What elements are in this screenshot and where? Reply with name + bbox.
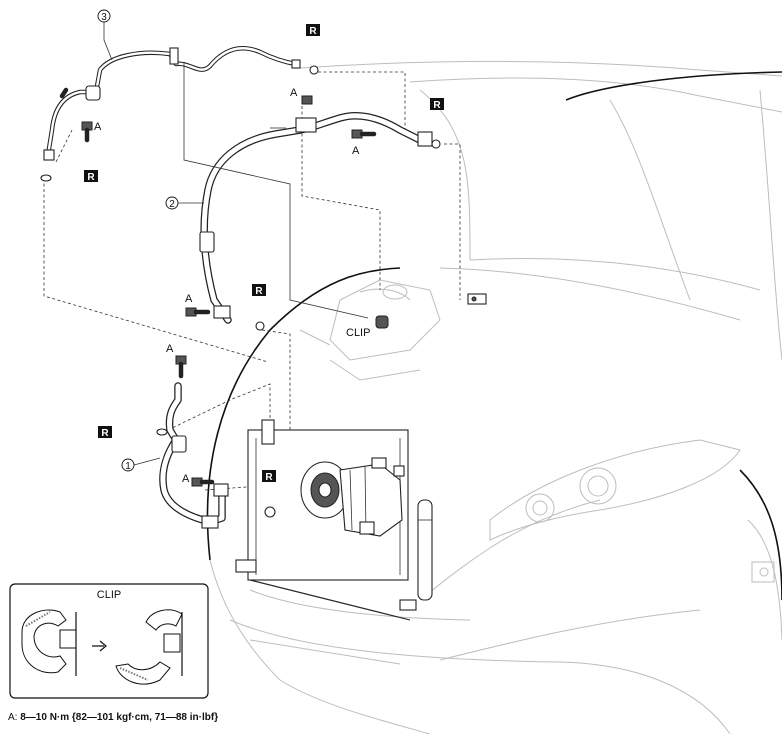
clip-label: CLIP [346, 327, 370, 339]
replace-marker: R [430, 98, 444, 111]
footnote-torque-spec: 8—10 N·m {82—101 kgf·cm, 71—88 in·lbf} [20, 712, 218, 723]
replace-markers: R R R R R R [84, 24, 444, 483]
connector-bracket [467, 293, 487, 305]
svg-text:R: R [309, 26, 317, 37]
bolt-label-a: A [185, 293, 193, 305]
clip-closed-illustration [21, 609, 77, 676]
arrow-icon [92, 640, 107, 652]
svg-text:R: R [87, 172, 95, 183]
clip-open-illustration [115, 609, 183, 685]
bolt-a-2 [301, 95, 313, 105]
bolts [81, 95, 377, 487]
clip-inset-title: CLIP [97, 589, 121, 601]
callout-part-3: 3 [97, 9, 111, 23]
bolt-label-a: A [352, 145, 360, 157]
bolt-label-a: A [290, 87, 298, 99]
footnote-prefix: A: [8, 712, 20, 723]
bolt-a-1 [81, 121, 93, 143]
replace-marker: R [252, 284, 266, 297]
hose-1 [159, 382, 229, 529]
bolt-label-a: A [94, 121, 102, 133]
bolt-label-a: A [182, 473, 190, 485]
bolt-a-5 [175, 355, 187, 379]
vehicle-body-outline [206, 61, 782, 734]
svg-text:R: R [101, 428, 109, 439]
svg-text:R: R [433, 100, 441, 111]
compressor [300, 457, 405, 537]
bolt-label-a: A [166, 343, 174, 355]
bolt-a-3 [351, 129, 377, 139]
callout-part-1: 1 [121, 458, 135, 472]
callout-part-2: 2 [165, 196, 179, 210]
replace-marker: R [98, 426, 112, 439]
bolt-a-6 [191, 477, 215, 487]
svg-text:R: R [265, 472, 273, 483]
o-rings [40, 65, 441, 518]
clip-on-bracket [375, 315, 389, 329]
bolt-labels: A A A A A A [94, 87, 360, 485]
hose-3-pipe [43, 46, 301, 161]
condenser-assembly [235, 419, 433, 621]
replace-marker: R [84, 170, 98, 183]
callout-part-1-label: 1 [125, 461, 131, 472]
callout-part-3-label: 3 [101, 12, 107, 23]
replace-marker: R [262, 470, 276, 483]
clip-inset: CLIP [9, 583, 209, 699]
hose-2 [199, 111, 433, 324]
torque-footnote: A: 8—10 N·m {82—101 kgf·cm, 71—88 in·lbf… [8, 712, 218, 723]
bolt-a-4 [185, 307, 211, 317]
svg-text:R: R [255, 286, 263, 297]
callout-part-2-label: 2 [169, 199, 175, 210]
replace-marker: R [306, 24, 320, 37]
